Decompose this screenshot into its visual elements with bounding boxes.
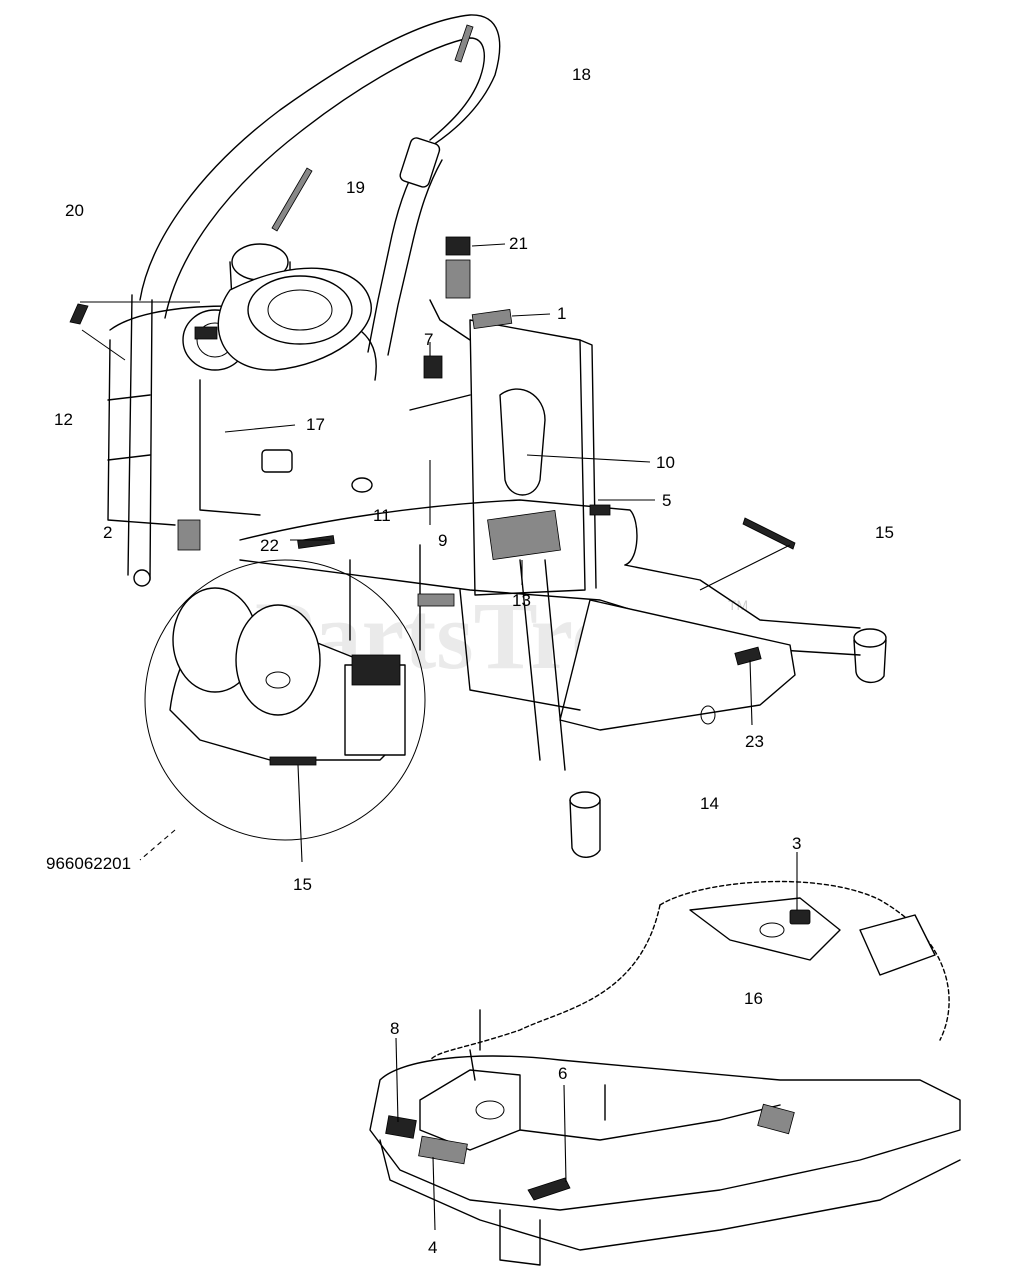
callout-8: 8 — [390, 1019, 399, 1038]
handle-bar — [127, 14, 501, 587]
detail-view — [139, 559, 426, 861]
callout-15-top: 15 — [875, 523, 894, 542]
callout-22: 22 — [260, 536, 279, 555]
callout-2: 2 — [103, 523, 112, 542]
callout-23: 23 — [745, 732, 764, 751]
engine — [69, 243, 377, 551]
callout-7: 7 — [424, 330, 433, 349]
callout-11: 11 — [373, 506, 391, 525]
callout-15-detail: 15 — [293, 875, 312, 894]
callout-14: 14 — [700, 794, 719, 813]
callout-13: 13 — [512, 591, 531, 610]
mower-deck — [369, 880, 961, 1266]
callout-18: 18 — [572, 65, 591, 84]
callout-19: 19 — [346, 178, 365, 197]
callout-6: 6 — [558, 1064, 567, 1083]
callout-4: 4 — [428, 1238, 437, 1257]
callout-12: 12 — [54, 410, 73, 429]
callout-10: 10 — [656, 453, 675, 472]
callout-9: 9 — [438, 531, 447, 550]
callout-20: 20 — [65, 201, 84, 220]
callout-21: 21 — [509, 234, 528, 253]
assembly-number: 966062201 — [46, 854, 131, 873]
leader-lines — [80, 243, 798, 1231]
callout-17: 17 — [306, 415, 325, 434]
callout-3: 3 — [792, 834, 801, 853]
callouts: 18 19 20 21 1 7 12 17 10 5 2 11 9 22 13 … — [46, 65, 894, 1257]
callout-16: 16 — [744, 989, 763, 1008]
callout-5: 5 — [662, 491, 671, 510]
chassis-frame — [239, 299, 887, 858]
callout-1: 1 — [557, 304, 566, 323]
upper-decals — [297, 236, 796, 560]
